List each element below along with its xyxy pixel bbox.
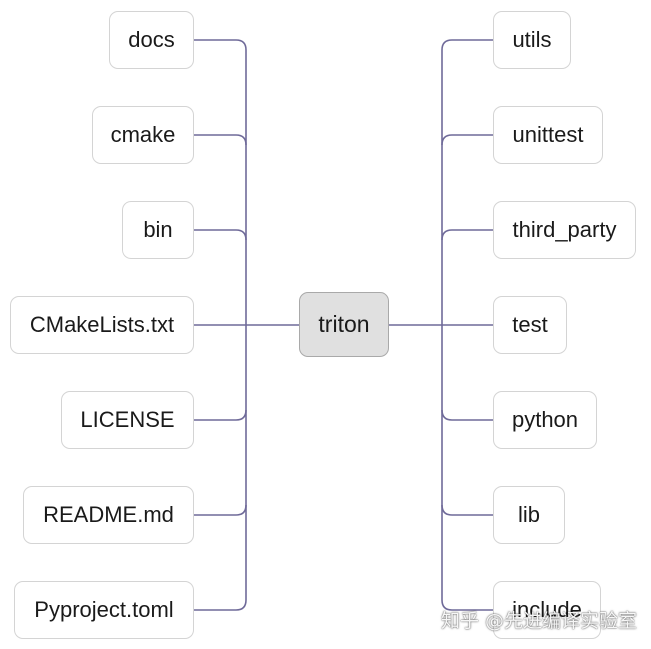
node-readme[interactable]: README.md bbox=[23, 486, 194, 544]
node-label: docs bbox=[128, 27, 175, 52]
node-label: bin bbox=[143, 217, 173, 242]
node-cmakelists[interactable]: CMakeLists.txt bbox=[10, 296, 194, 354]
node-test[interactable]: test bbox=[493, 296, 567, 354]
node-label: utils bbox=[512, 27, 552, 52]
node-label: Pyproject.toml bbox=[34, 597, 174, 622]
node-python[interactable]: python bbox=[493, 391, 597, 449]
root-node[interactable]: triton bbox=[299, 292, 389, 357]
node-label: third_party bbox=[512, 217, 617, 242]
node-license[interactable]: LICENSE bbox=[61, 391, 194, 449]
root-label: triton bbox=[318, 311, 370, 337]
node-label: include bbox=[512, 597, 582, 622]
node-cmake[interactable]: cmake bbox=[92, 106, 194, 164]
node-docs[interactable]: docs bbox=[109, 11, 194, 69]
node-pyproject[interactable]: Pyproject.toml bbox=[14, 581, 194, 639]
node-label: CMakeLists.txt bbox=[29, 312, 175, 337]
node-bin[interactable]: bin bbox=[122, 201, 194, 259]
node-third-party[interactable]: third_party bbox=[493, 201, 636, 259]
node-utils[interactable]: utils bbox=[493, 11, 571, 69]
node-label: cmake bbox=[110, 122, 176, 147]
node-lib[interactable]: lib bbox=[493, 486, 565, 544]
node-label: python bbox=[511, 407, 579, 432]
node-label: unittest bbox=[512, 122, 584, 147]
node-label: README.md bbox=[43, 502, 174, 527]
node-label: lib bbox=[517, 502, 540, 527]
watermark-text: 知乎 @先进编译实验室 bbox=[440, 610, 637, 632]
node-include[interactable]: include bbox=[493, 581, 601, 639]
node-label: test bbox=[512, 312, 548, 337]
node-unittest[interactable]: unittest bbox=[493, 106, 603, 164]
node-label: LICENSE bbox=[80, 407, 175, 432]
